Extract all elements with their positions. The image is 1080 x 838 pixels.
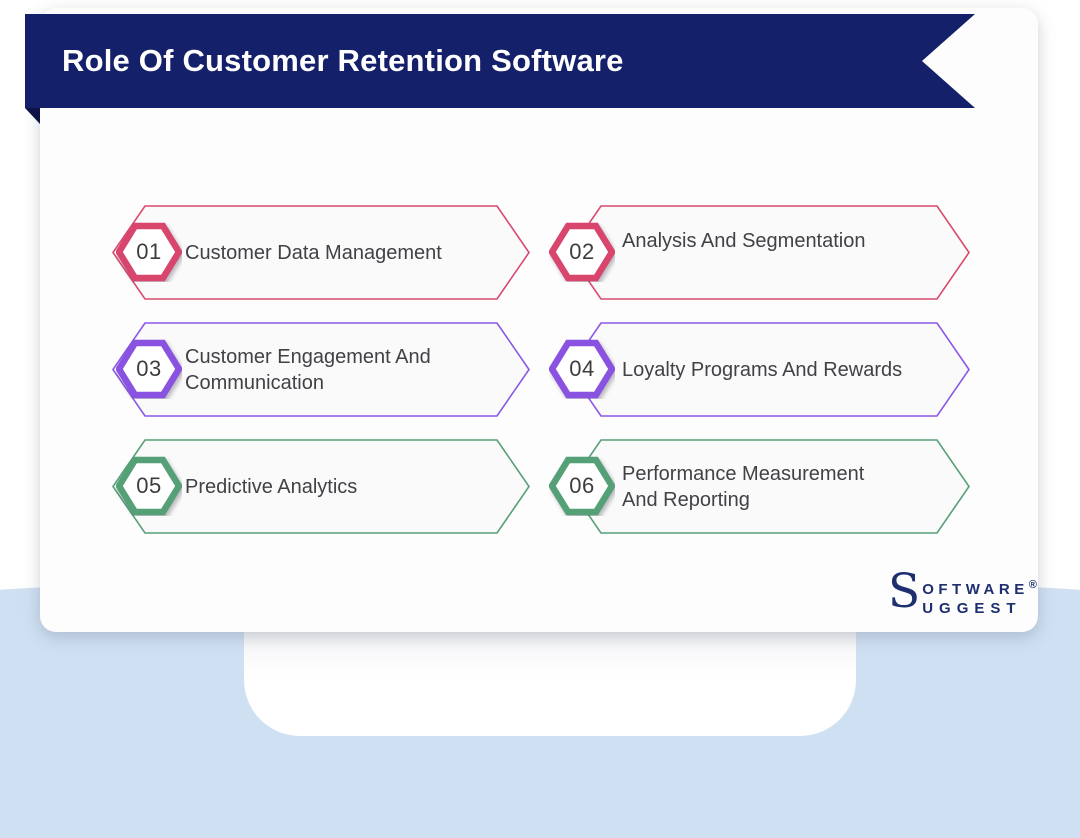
infographic-page: Role Of Customer Retention Software 01 C…	[0, 14, 1080, 838]
item-label: Predictive Analytics	[185, 475, 358, 498]
feature-item-06: 06 Performance Measurement And Reporting	[549, 439, 970, 534]
item-label: Performance Measurement And Reporting	[622, 462, 865, 511]
item-outline-hexagon	[568, 205, 970, 300]
badge-number: 06	[569, 472, 595, 498]
badge-number: 01	[136, 238, 162, 264]
registered-mark: ®	[1028, 579, 1037, 591]
logo-line-suggest: UGGEST	[922, 600, 1022, 617]
feature-item-02: 02 Analysis And Segmentation	[549, 205, 970, 300]
item-outline-hexagon	[112, 322, 530, 417]
item-label: Analysis And Segmentation	[622, 229, 866, 252]
badge-number: 02	[569, 238, 595, 264]
badge-hexagon	[116, 222, 182, 282]
item-label: Customer Engagement And Communication	[185, 345, 431, 394]
badge-hexagon	[549, 456, 615, 516]
number-badge: 06	[549, 456, 615, 516]
item-label: Loyalty Programs And Rewards	[622, 358, 903, 381]
feature-item-04: 04 Loyalty Programs And Rewards	[549, 322, 970, 417]
badge-hexagon	[549, 339, 615, 399]
item-outline-hexagon	[112, 439, 530, 534]
logo-line-software: OFTWARE®	[922, 579, 1037, 598]
feature-item-05: 05 Predictive Analytics	[112, 439, 530, 534]
number-badge: 05	[116, 456, 182, 516]
feature-item-03: 03 Customer Engagement And Communication	[112, 322, 530, 417]
item-label: Customer Data Management	[185, 241, 442, 264]
number-badge: 02	[549, 222, 615, 282]
badge-hexagon	[549, 222, 615, 282]
ribbon-shape	[25, 14, 975, 124]
softwaresuggest-logo: S OFTWARE® UGGEST	[888, 564, 1037, 619]
badge-number: 03	[136, 355, 162, 381]
item-outline-hexagon	[568, 322, 970, 417]
number-badge: 04	[549, 339, 615, 399]
badge-number: 05	[136, 472, 162, 498]
logo-text: OFTWARE® UGGEST	[922, 570, 1037, 618]
title-ribbon: Role Of Customer Retention Software	[25, 14, 975, 126]
number-badge: 01	[116, 222, 182, 282]
number-badge: 03	[116, 339, 182, 399]
badge-hexagon	[116, 339, 182, 399]
badge-hexagon	[116, 456, 182, 516]
logo-big-s: S	[888, 564, 921, 619]
item-outline-hexagon	[112, 205, 530, 300]
badge-number: 04	[569, 355, 595, 381]
feature-item-01: 01 Customer Data Management	[112, 205, 530, 300]
page-title: Role Of Customer Retention Software	[62, 43, 624, 78]
item-outline-hexagon	[568, 439, 970, 534]
